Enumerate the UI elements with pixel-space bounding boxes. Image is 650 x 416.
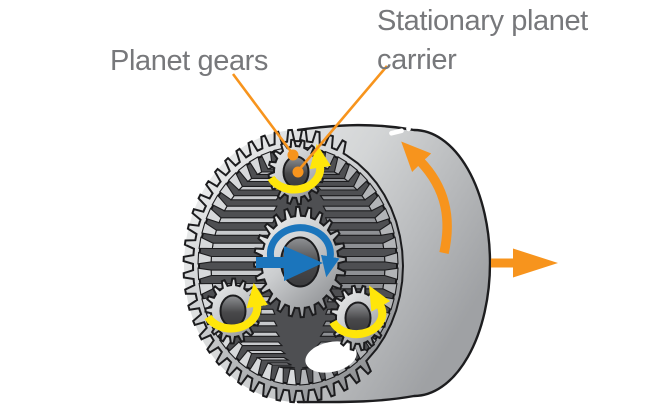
leader-line-planet-gears <box>231 73 294 154</box>
ring-gear-tooth <box>248 356 263 376</box>
ring-gear-tooth <box>205 207 222 224</box>
ring-gear-tooth <box>343 163 359 183</box>
ring-gear-tooth <box>219 182 235 201</box>
label-planet-gears: Planet gears <box>110 45 268 77</box>
ring-gear-tooth-flank <box>214 229 274 236</box>
leader-line-carrier <box>297 65 388 172</box>
leader-dot-planet-gears <box>287 149 299 161</box>
output-direction-arrow <box>491 248 558 278</box>
ring-gear-tooth <box>211 194 228 212</box>
ring-gear-tooth-flank <box>223 205 278 212</box>
ring-gear-tooth <box>237 349 253 369</box>
ring-gear-tooth <box>273 366 284 385</box>
ring-gear-tooth <box>384 267 399 281</box>
ring-gear-tooth <box>201 221 218 236</box>
ring-gear-tooth <box>299 368 310 386</box>
ring-gear-tooth <box>227 171 244 191</box>
ring-gear-tooth <box>197 251 212 265</box>
ring-gear-tooth <box>361 182 377 201</box>
label-stationary-carrier-line2: carrier <box>377 44 457 76</box>
ring-gear-tooth-flank <box>319 195 366 201</box>
highlight-blob <box>305 341 357 373</box>
ring-gear-tooth <box>382 236 398 250</box>
ring-gear-tooth-flank <box>237 341 284 347</box>
ring-gear-tooth-flank <box>255 357 291 361</box>
ring-gear-tooth-flank <box>218 217 276 224</box>
ring-gear-tooth <box>260 362 273 382</box>
label-stationary-carrier-line1: Stationary planet <box>377 5 588 37</box>
ring-gear-tooth <box>198 282 214 296</box>
ring-gear-tooth <box>378 221 395 236</box>
ring-gear-tooth <box>384 251 399 265</box>
ring-gear-tooth-flank <box>316 185 359 191</box>
ring-gear-tooth <box>237 163 253 183</box>
ring-gear-tooth <box>368 194 385 212</box>
ring-gear-tooth-flank <box>324 217 378 224</box>
ring-gear-tooth-flank <box>322 205 373 212</box>
ring-gear-tooth <box>227 341 244 361</box>
ring-gear-tooth <box>374 207 391 224</box>
drum-index-mark <box>389 126 411 136</box>
ring-gear-tooth <box>197 267 212 281</box>
ring-gear-tooth <box>286 368 297 386</box>
leader-dot-carrier <box>292 166 304 178</box>
planet-rotation-arrow-right <box>329 285 391 339</box>
sun-rotation-arrow <box>266 224 340 278</box>
planet-rotation-arrow-left <box>204 282 268 333</box>
ring-gear-tooth <box>352 171 369 191</box>
ring-gear-tooth <box>248 156 263 176</box>
ring-gear-tooth-flank <box>230 195 281 201</box>
ring-gear-drum-outline <box>296 123 492 404</box>
planet-gear-left-hub-hole <box>219 294 247 328</box>
ring-gear-tooth <box>198 236 214 250</box>
ring-rotation-arrow <box>401 141 452 255</box>
sun-axis-arrow <box>256 246 323 281</box>
planet-rotation-arrow-top <box>267 143 331 194</box>
ring-gear-tooth-flank <box>246 349 287 355</box>
ring-gear-tooth <box>333 156 348 176</box>
